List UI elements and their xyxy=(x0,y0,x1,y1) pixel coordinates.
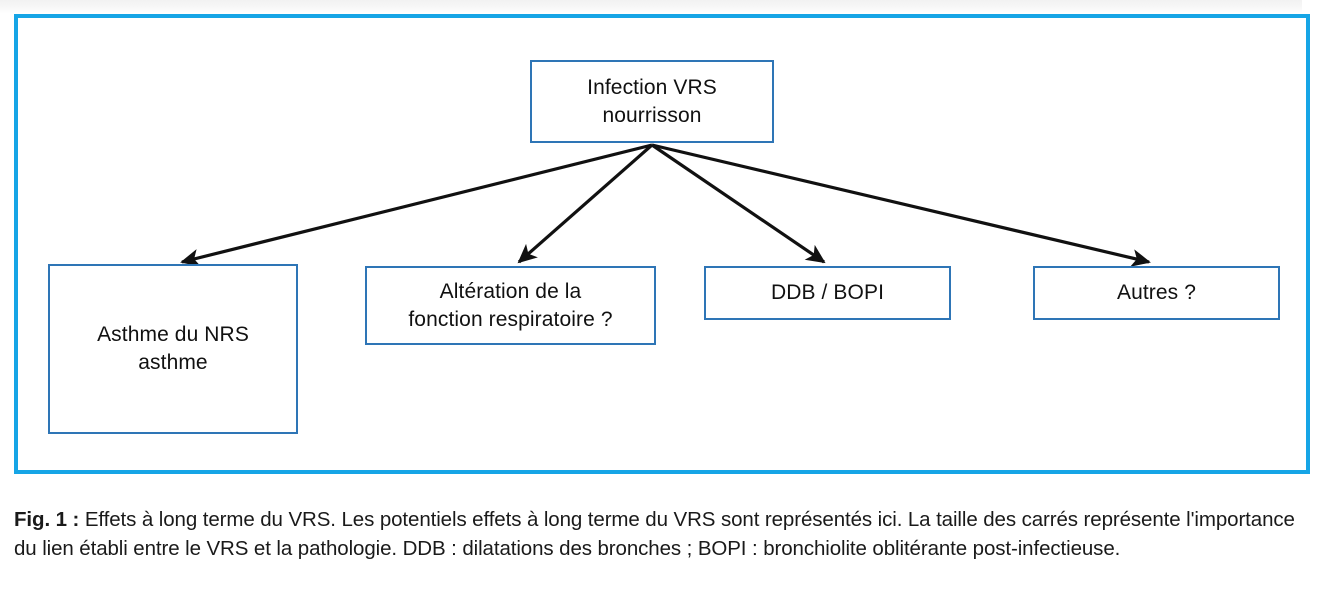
arrow-root-to-ddb-bopi xyxy=(651,143,826,264)
node-label: Infection VRS nourrisson xyxy=(587,75,717,127)
node-alteration-fonction-respiratoire[interactable]: Altération de la fonction respiratoire ? xyxy=(365,266,656,345)
node-label: Altération de la fonction respiratoire ? xyxy=(408,279,613,331)
arrow-root-to-lung-function xyxy=(517,143,654,264)
figure-caption-text: Effets à long terme du VRS. Les potentie… xyxy=(14,508,1295,561)
node-ddb-bopi[interactable]: DDB / BOPI xyxy=(704,266,951,320)
figure-caption: Fig. 1 : Effets à long terme du VRS. Les… xyxy=(14,505,1314,563)
page-top-band xyxy=(0,0,1320,13)
node-label: Asthme du NRS asthme xyxy=(97,323,249,374)
node-label: DDB / BOPI xyxy=(770,281,885,305)
node-autres[interactable]: Autres ? xyxy=(1033,266,1280,320)
figure-caption-label: Fig. 1 : xyxy=(14,508,80,531)
arrow-root-to-asthma xyxy=(180,143,653,267)
node-infection-vrs-nourrisson[interactable]: Infection VRS nourrisson xyxy=(530,60,774,143)
arrow-root-to-other xyxy=(651,143,1151,267)
figure-diagram: Infection VRS nourrisson Asthme du NRS a… xyxy=(48,60,1280,434)
node-label: Autres ? xyxy=(1116,281,1196,305)
node-asthme-du-nrs[interactable]: Asthme du NRS asthme xyxy=(48,264,298,434)
